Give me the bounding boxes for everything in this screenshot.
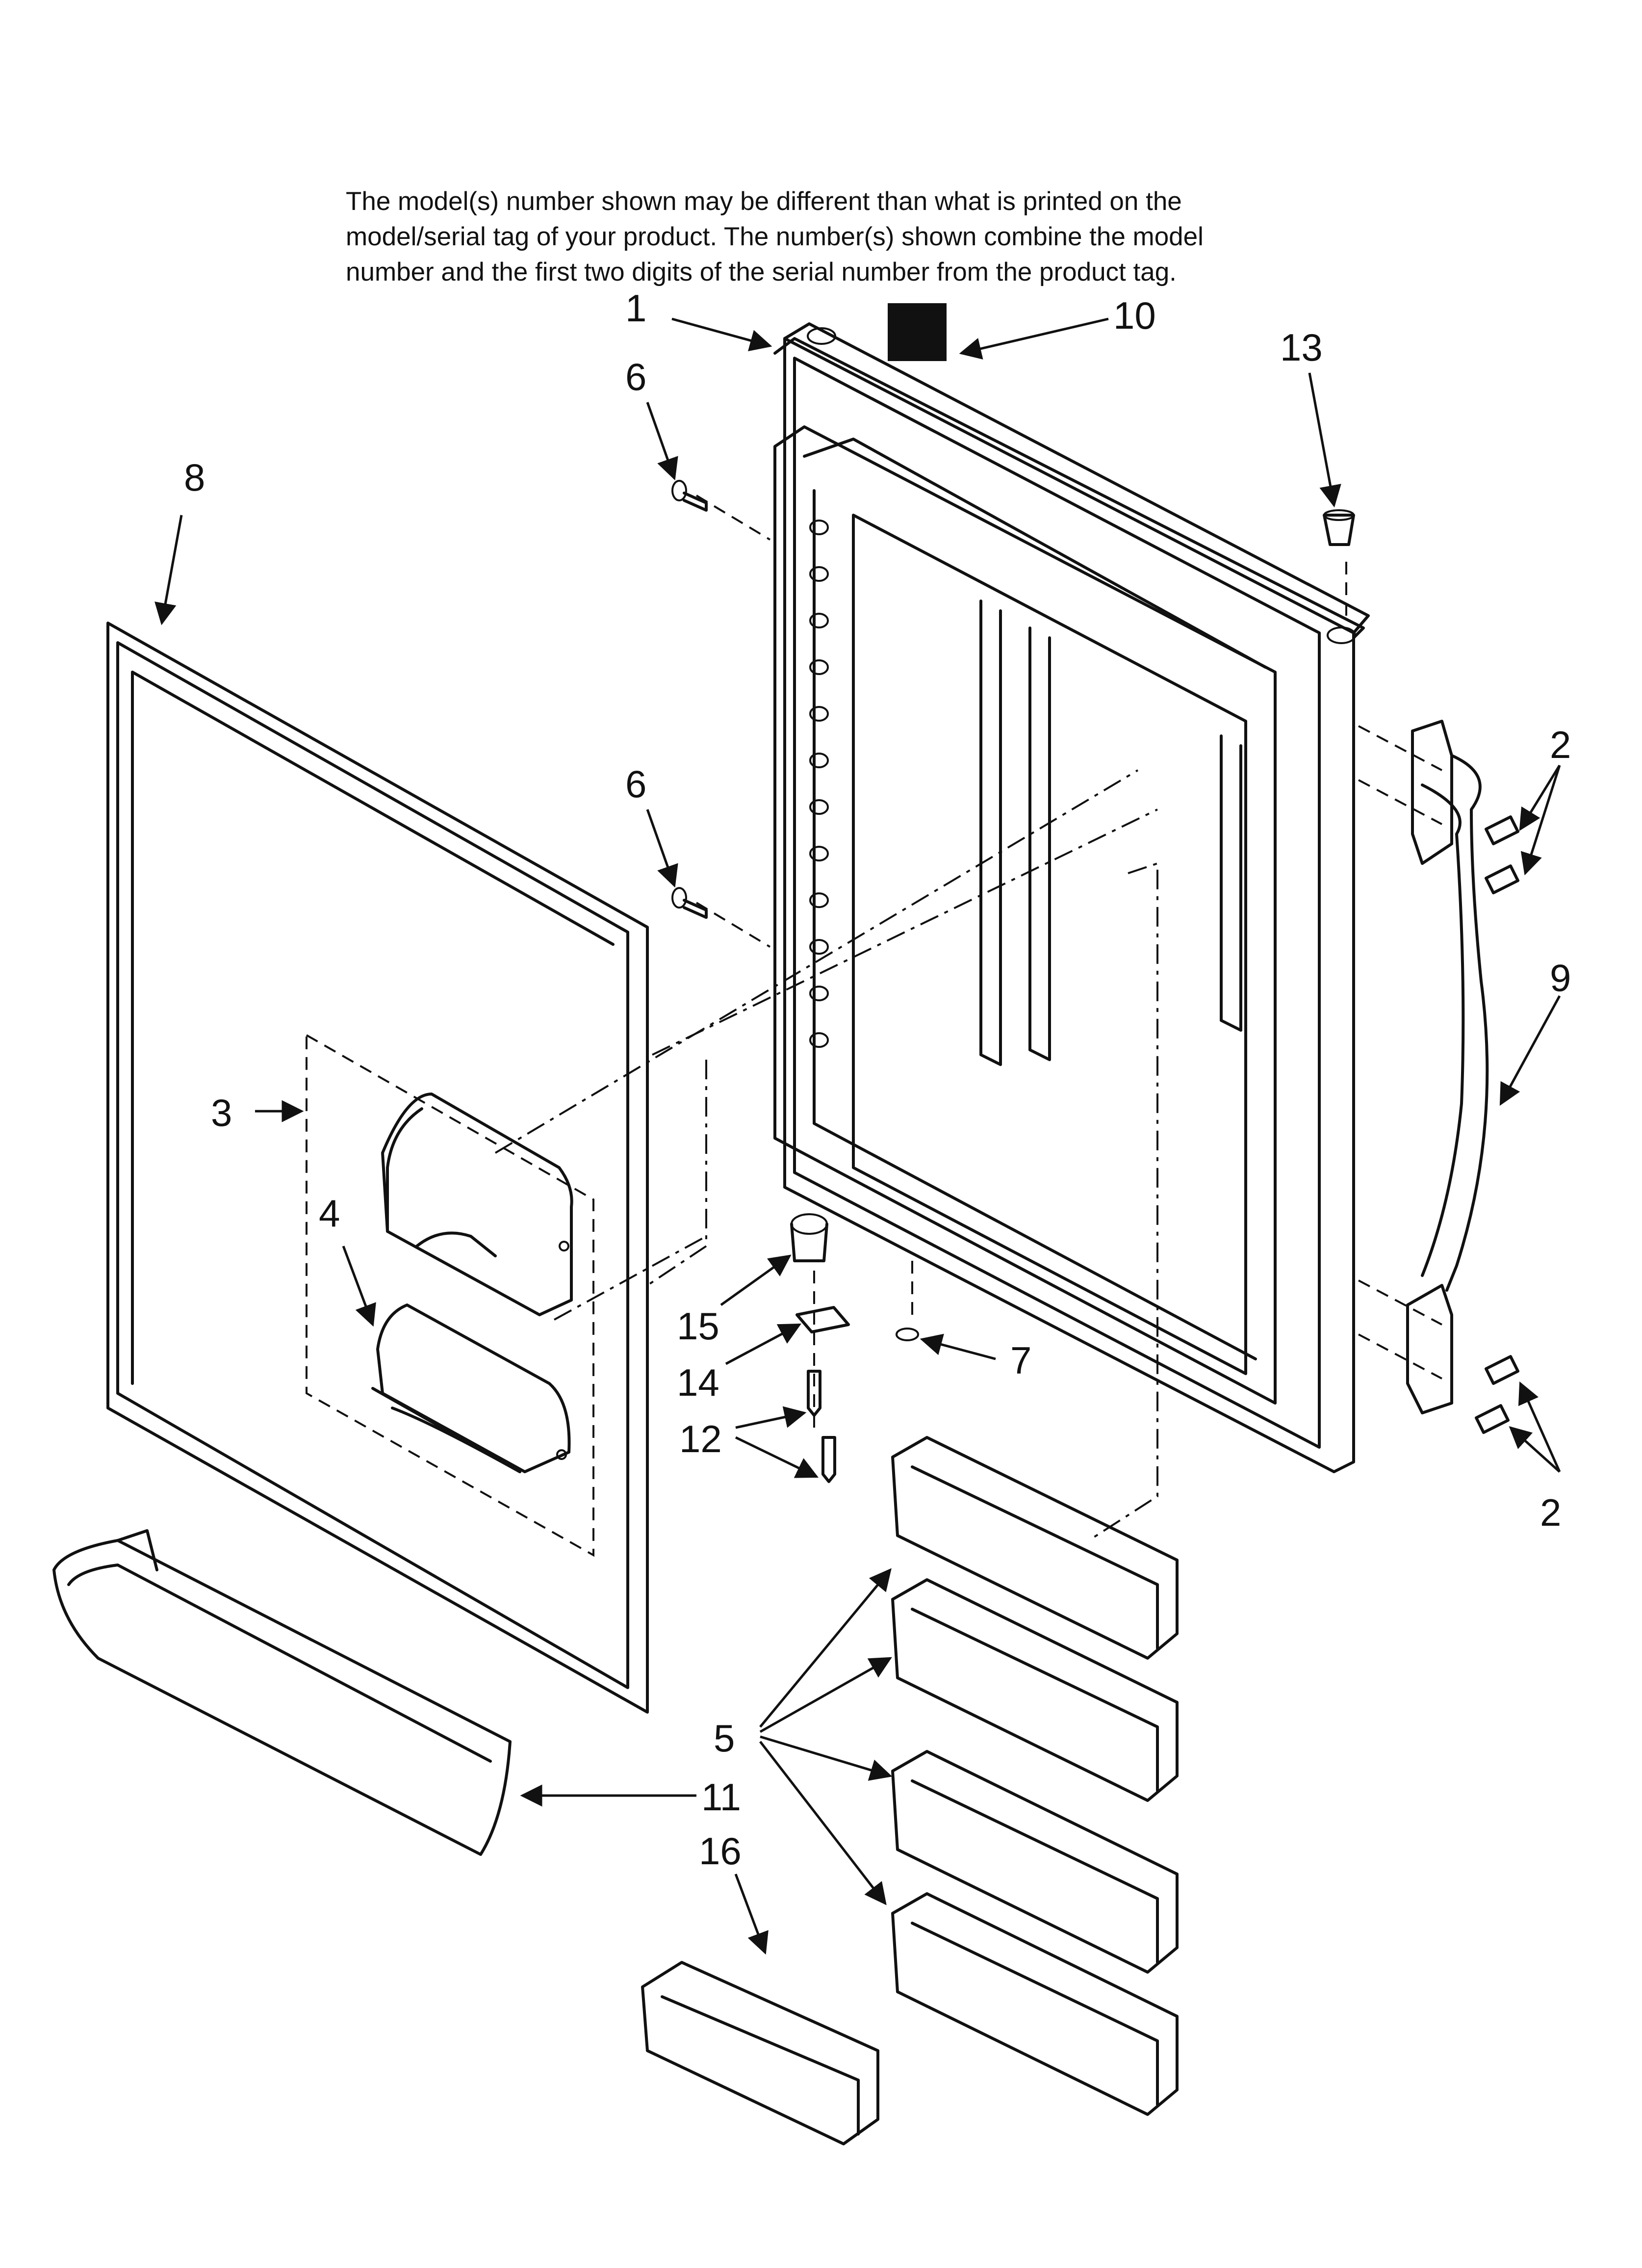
door-bin-part-2 [891,1578,1179,1802]
leader-6-lower [646,809,678,888]
assembly-line [494,769,1139,1154]
bracket-part [795,1306,850,1333]
outer-door-panel-part [106,622,649,1714]
assembly-line [646,1060,707,1286]
callout-3: 3 [211,1091,232,1134]
leader-4 [342,1246,376,1327]
callout-10: 10 [1113,294,1156,337]
product-label-part [888,303,947,361]
assembly-line [1088,862,1158,1541]
plug-part [896,1328,919,1341]
assembly-line [1358,1333,1442,1380]
assembly-line [695,902,771,948]
callout-16: 16 [699,1829,742,1873]
leader-6-upper [646,402,678,481]
assembly-line [695,495,771,541]
door-pin-part-upper [671,480,708,512]
model-number-note: The model(s) number shown may be differe… [346,184,1376,290]
assembly-line [1358,725,1442,771]
cam-part [790,1213,828,1262]
callout-5: 5 [714,1717,735,1760]
leader-8 [154,515,183,626]
screw-boss-column [809,520,829,1048]
door-frame-part [773,322,1370,1473]
dispenser-tray-part [371,1303,571,1473]
leader-2a-top [1519,764,1561,831]
door-bin-part-4 [891,1892,1179,2116]
leader-2a-bottom [1520,765,1561,876]
door-handle-part [1406,720,1489,1414]
leader-9 [1499,995,1561,1106]
leader-5-bin3 [760,1735,893,1781]
door-bin-part-1 [891,1436,1179,1660]
leader-14 [725,1323,801,1365]
dispenser-group-outline [306,1033,594,1557]
callout-2-lower: 2 [1540,1491,1561,1534]
leader-5-bin4 [759,1741,887,1905]
assembly-line [1358,779,1442,825]
callout-14: 14 [677,1361,719,1404]
leader-7 [920,1333,996,1360]
callout-6-lower: 6 [625,762,646,806]
door-pin-part-lower [671,887,708,919]
assembly-line [1358,1279,1442,1326]
callout-8: 8 [184,456,205,499]
note-line-2: model/serial tag of your product. The nu… [346,222,1204,251]
callout-6-upper: 6 [625,355,646,398]
small-bin-part [641,1961,879,2145]
hinge-bushing-part [1323,509,1355,546]
leader-10 [959,317,1109,360]
callout-4: 4 [319,1192,340,1235]
handle-screw-part [1475,815,1519,1434]
callout-1: 1 [625,287,646,330]
callout-13: 13 [1280,326,1323,369]
leader-5-bin2 [759,1657,892,1733]
leader-5-bin1 [759,1568,892,1728]
callout-7: 7 [1010,1339,1031,1382]
leader-1 [671,317,772,351]
callout-15: 15 [677,1304,719,1348]
callout-9: 9 [1550,956,1571,999]
leader-15 [720,1254,792,1306]
leader-2b-top [1518,1381,1561,1473]
bracket-screw-part [807,1370,836,1483]
door-shelf-part-large [52,1529,512,1856]
leader-12-upper [735,1406,807,1429]
leader-2b-bottom [1509,1426,1561,1473]
note-line-1: The model(s) number shown may be differe… [346,187,1182,216]
leader-13 [1308,372,1341,508]
assembly-line [554,1235,707,1321]
callout-11: 11 [701,1775,741,1819]
callout-12: 12 [679,1417,722,1460]
leader-16 [734,1874,769,1955]
leader-12-lower [735,1436,819,1478]
callout-2-upper: 2 [1550,723,1571,766]
dispenser-housing-part [381,1093,573,1316]
note-line-3: number and the first two digits of the s… [346,258,1177,287]
assembly-line [652,808,1158,1056]
door-bin-part-3 [891,1750,1179,1974]
